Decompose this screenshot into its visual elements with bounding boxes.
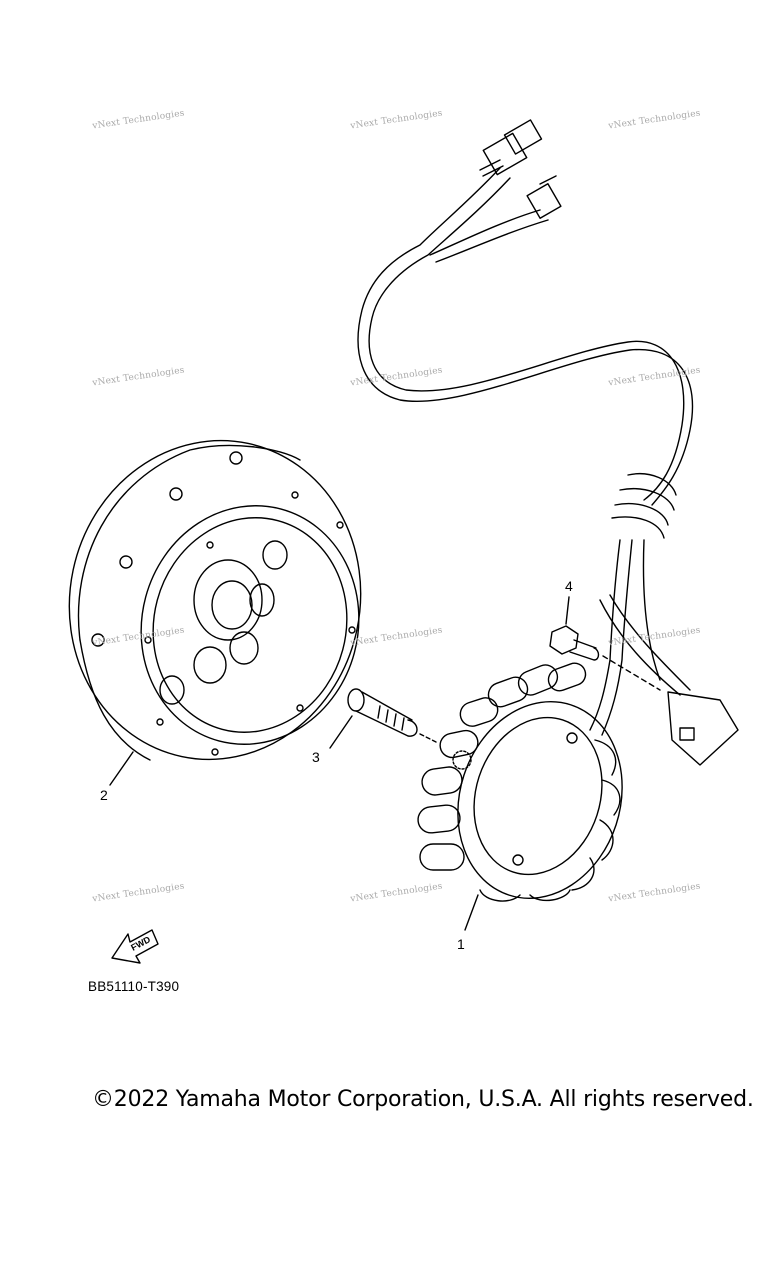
connector-b-icon: [526, 175, 562, 219]
copyright-notice: ©2022 Yamaha Motor Corporation, U.S.A. A…: [92, 1087, 754, 1112]
stator-assembly-icon: [417, 662, 623, 902]
grommet-icon: [611, 473, 677, 539]
callout-4[interactable]: 4: [565, 578, 573, 594]
diagram-code: BB51110-T390: [88, 979, 180, 994]
parts-diagram: FWD: [68, 119, 739, 964]
leader-line-1: [464, 894, 479, 931]
rotor-assembly-icon: [68, 439, 362, 761]
pickup-coil-icon: [599, 594, 739, 766]
bolt-4-icon: [549, 625, 661, 691]
callout-2[interactable]: 2: [100, 787, 108, 803]
leader-line-2: [109, 751, 134, 786]
connector-a-icon: [479, 119, 543, 177]
bolt-3-icon: [347, 688, 437, 743]
fwd-label: FWD: [129, 934, 152, 953]
callout-3[interactable]: 3: [312, 749, 320, 765]
leader-line-4: [565, 596, 570, 625]
leader-line-3: [329, 715, 353, 749]
fwd-arrow-icon: FWD: [111, 929, 159, 964]
wire-harness-icon: [357, 119, 739, 766]
callout-1[interactable]: 1: [457, 936, 465, 952]
